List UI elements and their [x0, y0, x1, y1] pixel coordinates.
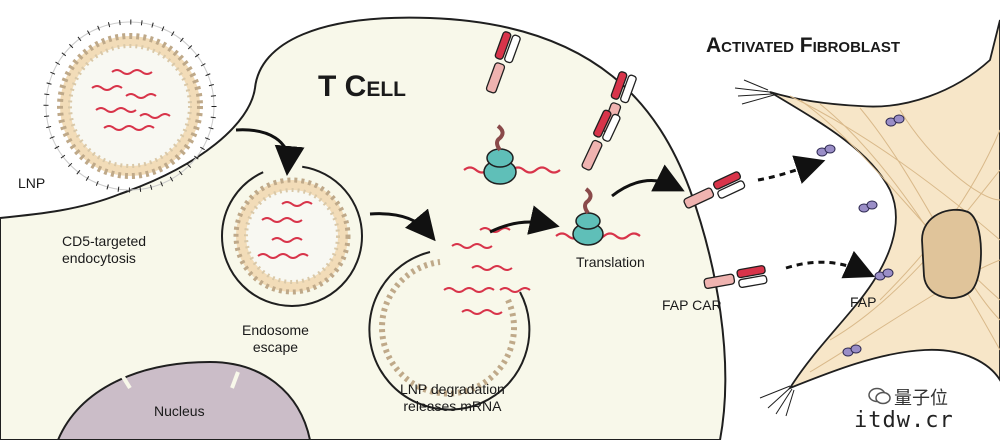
watermark-chinese: 量子位: [894, 388, 948, 409]
arrow-translation: [489, 205, 560, 235]
label-lnp-degradation: LNP degradation releases mRNA: [400, 381, 505, 415]
car-receptor: [703, 265, 768, 290]
ribosome-top: [463, 124, 561, 185]
label-endosome-escape: Endosome escape: [242, 322, 309, 356]
fibroblast-nucleus: [921, 208, 982, 299]
label-fap: FAP: [850, 294, 877, 310]
label-line: CD5-targeted: [62, 233, 147, 249]
label-line: endocytosis: [62, 250, 136, 266]
fap-antigens: [816, 114, 905, 357]
nuclear-pore: [230, 371, 240, 389]
label-cd5-endocytosis: CD5-targeted endocytosis: [62, 233, 146, 267]
degrading-lnp: [368, 251, 531, 411]
label-fap-car: FAP CAR: [662, 297, 722, 313]
nuclear-pore: [118, 370, 132, 390]
lnp-particle: [43, 19, 217, 193]
endosome-mrna: [257, 201, 313, 259]
lnp-mrna: [91, 69, 171, 131]
wechat-icon: [868, 387, 891, 405]
arrow-binding: [757, 155, 826, 184]
arrow-endocytosis: [235, 128, 305, 176]
label-line: escape: [252, 339, 299, 355]
watermark-url: itdw.cr: [854, 408, 954, 433]
label-translation: Translation: [576, 254, 645, 270]
car-receptor: [485, 31, 521, 94]
label-nucleus: Nucleus: [154, 403, 205, 419]
car-receptor: [581, 109, 621, 171]
nucleus: [56, 360, 312, 441]
filopodia: [734, 79, 795, 417]
car-receptor: [683, 171, 746, 209]
arrow-binding: [785, 250, 875, 279]
label-line: LNP degradation: [400, 381, 505, 397]
label-line: releases mRNA: [403, 398, 502, 414]
released-mrna: [443, 227, 531, 315]
arrow-expression: [611, 164, 685, 198]
label-line: Endosome: [242, 322, 309, 338]
title-activated-fibroblast: Activated Fibroblast: [706, 34, 901, 57]
label-lnp: LNP: [18, 175, 46, 191]
title-t-cell: T Cell: [318, 70, 406, 103]
watermark: 量子位 itdw.cr: [848, 382, 998, 438]
ribosome-translation: [555, 187, 641, 246]
arrow-escape: [369, 208, 436, 242]
fibroblast-body: [769, 19, 1000, 390]
endosome: [221, 165, 363, 307]
